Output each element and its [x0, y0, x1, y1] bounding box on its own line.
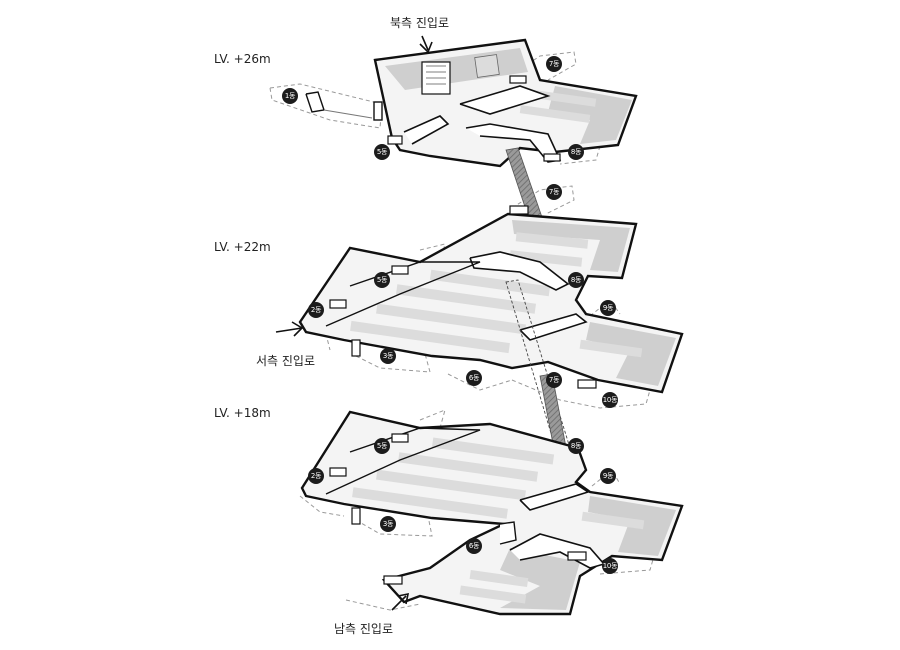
building-badge: 8동	[568, 272, 584, 288]
building-badge: 8동	[568, 438, 584, 454]
ramp-wall	[459, 85, 551, 115]
outline-ghost	[589, 299, 621, 317]
building-badge: 7동	[546, 56, 562, 72]
building-badge: 2동	[308, 468, 324, 484]
core-7	[509, 75, 527, 84]
level-label-26: LV. +26m	[214, 52, 271, 66]
ramp-wall	[469, 251, 570, 291]
building-badge: 6동	[466, 538, 482, 554]
outline-ghost	[419, 409, 446, 429]
west-entrance-label: 서측 진입로	[256, 354, 316, 368]
outline-ghost	[511, 379, 651, 409]
building-1-outline	[269, 83, 383, 129]
building-badge: 7동	[546, 184, 562, 200]
stall-row	[527, 89, 597, 107]
north-void	[474, 54, 500, 78]
stall-row	[469, 570, 529, 587]
building-badge: 10동	[602, 392, 618, 408]
core-10	[567, 551, 587, 561]
stall-row	[431, 437, 555, 465]
south-entrance-label: 남측 진입로	[334, 622, 394, 636]
core-2	[329, 467, 347, 477]
building-badge: 1동	[282, 88, 298, 104]
building-badge: 3동	[380, 348, 396, 364]
stall-row	[509, 250, 583, 267]
core-8	[543, 153, 561, 162]
north-entrance-arrow	[421, 35, 429, 51]
core-7b	[577, 379, 597, 389]
core-5	[387, 135, 403, 145]
stall-row	[350, 320, 510, 354]
stall-row	[376, 469, 526, 501]
west-ramp	[305, 91, 325, 113]
ramp-wall	[519, 313, 588, 341]
outline-ghost	[511, 185, 575, 215]
core-7	[509, 205, 529, 215]
stall-row	[352, 487, 508, 519]
core-3	[351, 339, 361, 357]
north-entrance-label: 북측 진입로	[390, 16, 450, 30]
outline-ghost	[591, 469, 621, 487]
stall-row	[395, 284, 537, 314]
building-badge: 6동	[466, 370, 482, 386]
outline-ghost	[355, 349, 431, 373]
building-badge: 3동	[380, 516, 396, 532]
ramp-connector-dashed	[505, 279, 571, 451]
ramp-wall	[499, 521, 517, 545]
building-badge: 9동	[600, 300, 616, 316]
outline-ghost	[599, 555, 655, 575]
building-badge: 5동	[374, 438, 390, 454]
level-22-plan	[275, 185, 684, 409]
stall-row	[459, 585, 527, 604]
building-badge: 2동	[308, 302, 324, 318]
core-5	[391, 433, 409, 443]
building-badge: 5동	[374, 144, 390, 160]
core-3	[351, 507, 361, 525]
core-2	[329, 299, 347, 309]
south-entrance-arrow	[391, 595, 407, 611]
stall-row	[397, 452, 539, 482]
level-label-22: LV. +22m	[214, 240, 271, 254]
building-badge: 5동	[374, 272, 390, 288]
outline-ghost	[447, 373, 513, 391]
outline-ghost	[345, 599, 421, 611]
core-s	[383, 575, 403, 585]
core-5	[391, 265, 409, 275]
outline-ghost	[299, 495, 345, 517]
stall-row	[515, 232, 589, 249]
stall-row	[376, 303, 526, 335]
band-ne	[512, 220, 630, 272]
level-18-plan	[299, 409, 684, 616]
level-26-plan	[269, 35, 638, 168]
level-label-18: LV. +18m	[214, 406, 271, 420]
ramp-wall	[519, 483, 590, 511]
stall-row	[581, 511, 645, 530]
stall-row	[519, 105, 591, 123]
building-badge: 7동	[546, 372, 562, 388]
band-s	[500, 548, 580, 610]
west-ramp-end	[373, 101, 383, 121]
building-badge: 10동	[602, 558, 618, 574]
stall-row	[429, 269, 551, 297]
building-badge: 8동	[568, 144, 584, 160]
ramp-wall	[403, 115, 450, 145]
stall-row	[579, 339, 643, 358]
west-entrance-arrow	[275, 327, 303, 333]
building-badge: 9동	[600, 468, 616, 484]
